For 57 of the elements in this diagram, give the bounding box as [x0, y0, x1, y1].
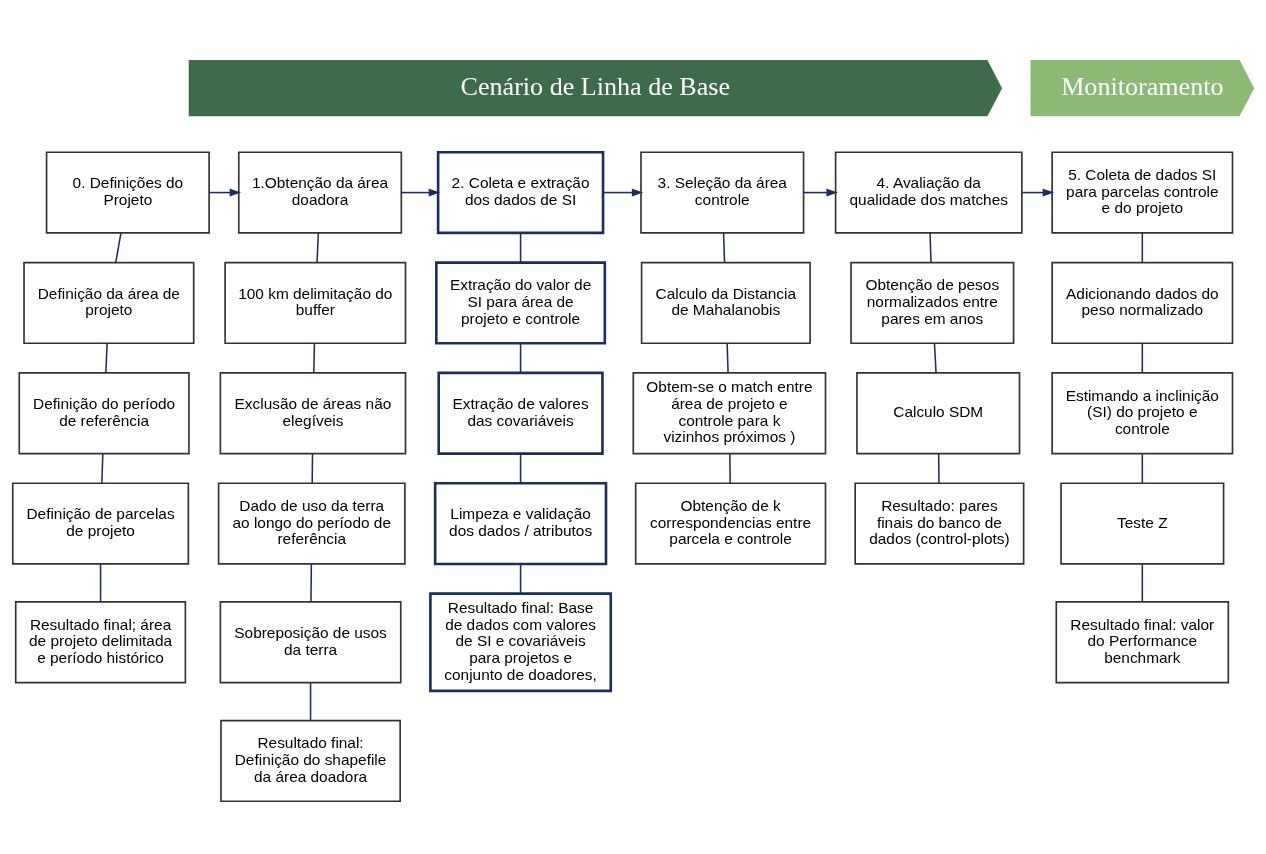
- connector: [316, 231, 320, 263]
- connector: [729, 452, 731, 484]
- node-box: Extração de valores das covariáveis: [437, 371, 604, 455]
- node-box: Obtem-se o match entre área de projeto e controle para k vizinhos próximos ): [632, 371, 827, 454]
- node-box: Limpeza e validação dos dados / atributos: [433, 481, 608, 565]
- node-box: Resultado final; área de projeto delimitada e período histórico: [14, 600, 187, 683]
- node-box: 3. Seleção da área controle: [640, 150, 805, 234]
- node-box: Exclusão de áreas não elegíveis: [219, 371, 407, 454]
- arrow: [602, 188, 644, 197]
- node-box: Resultado final: valor do Performance benchmark: [1055, 600, 1230, 683]
- arrow: [1021, 188, 1055, 197]
- connector: [1141, 231, 1144, 263]
- connector: [310, 562, 313, 602]
- connector: [1141, 562, 1144, 602]
- node-box: 2. Coleta e extração dos dados de SI: [436, 150, 605, 234]
- node-box: 0. Definições do Projeto: [45, 150, 210, 234]
- arrow: [400, 188, 441, 197]
- node-box: Sobreposição de usos da terra: [219, 600, 402, 683]
- node-box: Dado de uso da terra ao longo do período de referência: [217, 481, 406, 565]
- connector: [313, 342, 316, 373]
- node-box: Obtenção de pesos normalizados entre pares em anos: [850, 261, 1015, 344]
- node-box: 100 km delimitação do buffer: [224, 261, 407, 344]
- connector: [726, 342, 729, 373]
- node-box: Resultado final: Definição do shapefile da área doadora: [220, 719, 401, 802]
- connector: [929, 231, 932, 263]
- connector: [1141, 452, 1144, 484]
- connector: [309, 681, 312, 721]
- connector: [101, 452, 104, 484]
- node-box: Resultado final: Base de dados com valores de SI e covariáveis para projetos e conjunto de doadores,: [429, 591, 613, 692]
- node-box: Calculo da Distancia de Mahalanobis: [640, 261, 811, 344]
- node-box: Extração do valor de SI para área de projeto e controle: [435, 260, 607, 345]
- node-box: Resultado: pares finais do banco de dados (control-plots): [854, 481, 1025, 565]
- node-box: Obtenção de k correspondencias entre parcela e controle: [634, 481, 827, 565]
- connector: [311, 452, 314, 484]
- node-box: Definição de parcelas de projeto: [11, 481, 190, 565]
- connector: [519, 342, 522, 373]
- node-box: Definição da área de projeto: [23, 261, 195, 344]
- node-box: Adicionando dados do peso normalizado: [1051, 261, 1234, 344]
- connector: [937, 452, 940, 484]
- node-box: Calculo SDM: [856, 371, 1021, 454]
- connector: [519, 452, 522, 484]
- node-box: Teste Z: [1060, 481, 1225, 565]
- arrow: [208, 188, 242, 197]
- arrow: [802, 188, 838, 197]
- connector: [105, 342, 108, 373]
- node-box: Estimando a inclinição (SI) do projeto e controle: [1051, 371, 1234, 454]
- connector: [519, 562, 522, 594]
- connector: [115, 231, 122, 263]
- node-box: 5. Coleta de dados SI para parcelas controle e do projeto: [1051, 150, 1234, 234]
- connector: [519, 231, 522, 263]
- node-box: 4. Avaliação da qualidade dos matches: [834, 150, 1023, 234]
- connector: [722, 231, 726, 263]
- node-box: Definição do período de referência: [18, 371, 190, 454]
- connector: [933, 342, 937, 373]
- connector: [1141, 342, 1144, 373]
- node-box: 1.Obtenção da área doadora: [237, 150, 403, 234]
- connector: [99, 562, 102, 602]
